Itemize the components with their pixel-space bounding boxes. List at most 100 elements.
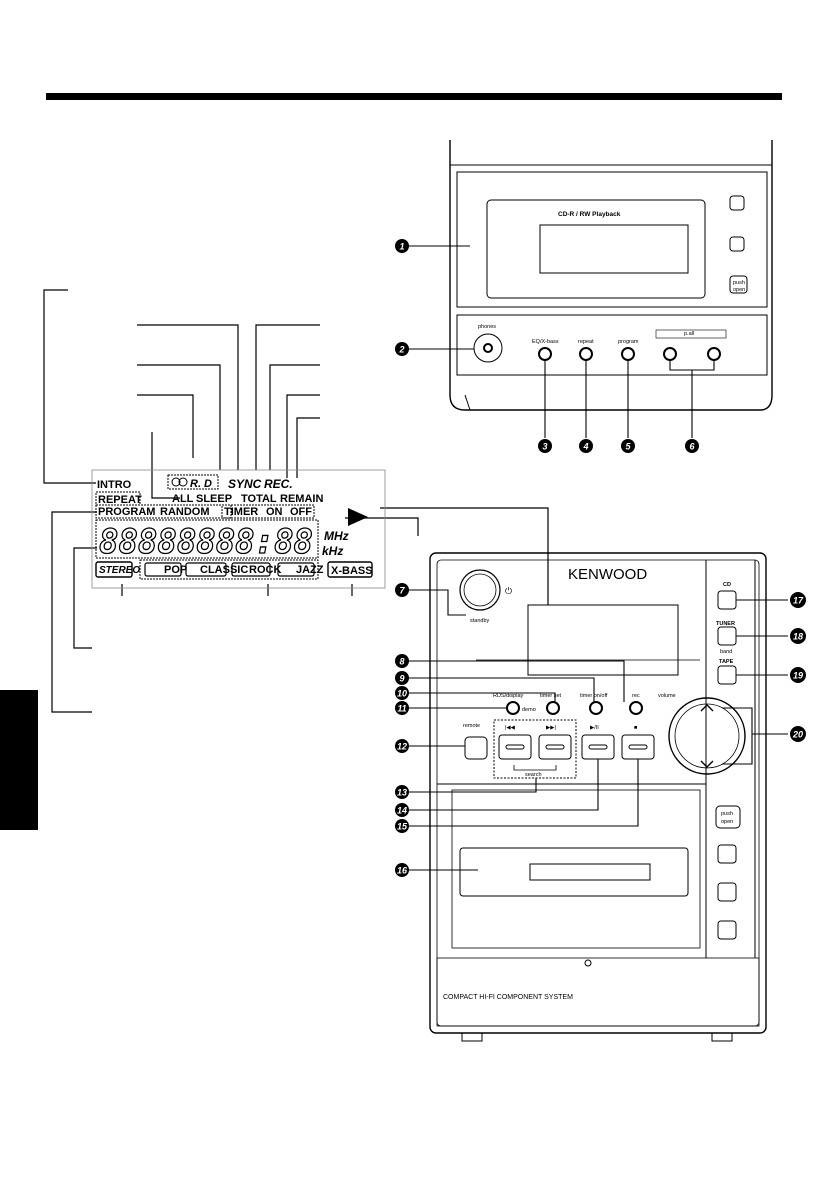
power-button[interactable] [459, 569, 501, 611]
open-label-2: open [721, 819, 733, 825]
indicator-xbass: X-BASS [331, 565, 373, 577]
indicator-sleep: SLEEP [196, 493, 232, 505]
callout-16: 16 [397, 866, 408, 876]
indicator-timer: TIMER [224, 506, 258, 518]
eq-rock-icon [231, 562, 271, 577]
push-label: push [733, 280, 745, 286]
volume-down-icon[interactable] [700, 760, 714, 768]
indicator-mhz: MHz [324, 529, 349, 543]
tuner-button[interactable] [717, 626, 737, 646]
volume-up-icon[interactable] [700, 704, 714, 712]
system-label: COMPACT HI-FI COMPONENT SYSTEM [443, 994, 573, 1001]
stop-icon: ■ [634, 725, 637, 731]
indicator-khz: kHz [322, 544, 343, 558]
tuner-label: TUNER [716, 621, 735, 627]
repeat-label: repeat [578, 339, 594, 345]
callout-17: 17 [793, 596, 804, 606]
rds-display-label: RDS/display [493, 693, 524, 699]
callout-10: 10 [397, 689, 407, 699]
power-icon: ⏻ [505, 586, 512, 596]
tape-button[interactable] [717, 665, 737, 685]
indicator-all: ALL [172, 493, 194, 505]
header-rule [46, 93, 782, 100]
callout-13: 13 [397, 788, 407, 798]
play-pause-icon: ▶/II [590, 725, 599, 731]
eq-pop-icon [144, 562, 182, 577]
callout-15: 15 [397, 822, 408, 832]
side-button-a[interactable] [717, 844, 737, 864]
prev-icon: |◀◀ [505, 725, 516, 731]
timer-set-button[interactable] [546, 701, 560, 715]
callout-19: 19 [793, 671, 803, 681]
top-button-1[interactable] [729, 195, 745, 211]
side-button-b[interactable] [717, 882, 737, 902]
indicator-program: PROGRAM [98, 506, 155, 518]
cd-button[interactable] [717, 590, 737, 610]
eq-xbass-label: EQ/X-bass [532, 339, 559, 345]
pall-up-button[interactable] [707, 347, 721, 361]
callout-3: 3 [542, 442, 547, 452]
callout-7: 7 [399, 586, 405, 596]
side-button-c[interactable] [717, 920, 737, 940]
standby-label: standby [470, 618, 490, 624]
program-button[interactable] [621, 347, 635, 361]
cassette-push-open-button[interactable] [715, 805, 741, 829]
repeat-button[interactable] [579, 347, 593, 361]
brand-logo: KENWOOD [568, 566, 647, 583]
tape-label: TAPE [719, 659, 734, 665]
front-callout-lines [408, 589, 788, 871]
eq-jazz-icon [277, 562, 315, 577]
top-unit-diagram: CD-R / RW Playback push open phones EQ/X… [449, 140, 773, 411]
top-button-2[interactable] [729, 236, 745, 252]
demo-label: demo [522, 707, 536, 713]
pall-down-button[interactable] [663, 347, 677, 361]
search-label: search [525, 772, 542, 778]
cd-label: CD [723, 582, 731, 588]
prev-button[interactable] [498, 734, 532, 760]
indicator-rd: R. D [190, 478, 212, 490]
callout-8: 8 [399, 657, 404, 667]
volume-label: volume [658, 693, 676, 699]
indicator-intro: INTRO [97, 479, 132, 491]
rec-button[interactable] [629, 701, 643, 715]
top-callouts: 1 2 3 4 5 6 [395, 239, 699, 453]
stop-button[interactable] [621, 734, 655, 760]
indicator-jazz: JAZZ [296, 564, 324, 576]
cd-playback-label: CD-R / RW Playback [558, 211, 621, 218]
indicator-repeat: REPEAT [98, 494, 142, 506]
indicator-stereo: STEREO [99, 565, 140, 576]
pall-label: p.all [684, 331, 694, 337]
indicator-rec: REC. [264, 477, 293, 491]
phones-jack[interactable] [473, 333, 503, 363]
callout-18: 18 [793, 632, 803, 642]
callout-20: 20 [792, 730, 803, 740]
open-label: open [733, 287, 745, 293]
band-label: band [720, 649, 732, 655]
side-tab [0, 690, 38, 830]
push-label-2: push [721, 811, 733, 817]
callout-5: 5 [625, 442, 631, 452]
top-push-open-button[interactable] [729, 275, 748, 294]
indicator-total: TOTAL [241, 493, 277, 505]
indicator-on: ON [266, 506, 283, 518]
leader-lines [43, 289, 549, 713]
lcd-display-diagram: INTRO R. D SYNC REC. REPEAT ALL SLEEP TO… [91, 469, 386, 589]
callout-9: 9 [399, 674, 404, 684]
indicator-off: OFF [290, 506, 312, 518]
front-callouts: 7 8 9 10 11 12 13 14 15 16 17 18 19 20 [395, 583, 806, 877]
play-pause-button[interactable] [581, 734, 615, 760]
callout-2: 2 [398, 345, 404, 355]
indicator-remain: REMAIN [280, 493, 323, 505]
callout-14: 14 [397, 806, 407, 816]
callout-12: 12 [397, 742, 407, 752]
timer-onoff-button[interactable] [589, 701, 603, 715]
volume-knob[interactable] [668, 697, 746, 775]
eq-xbass-button[interactable] [538, 347, 552, 361]
eq-classic-icon [185, 562, 227, 577]
next-button[interactable] [538, 734, 572, 760]
indicator-random: RANDOM [160, 506, 210, 518]
phones-label: phones [478, 324, 496, 330]
program-label: program [618, 339, 639, 345]
rds-display-button[interactable] [506, 701, 520, 715]
